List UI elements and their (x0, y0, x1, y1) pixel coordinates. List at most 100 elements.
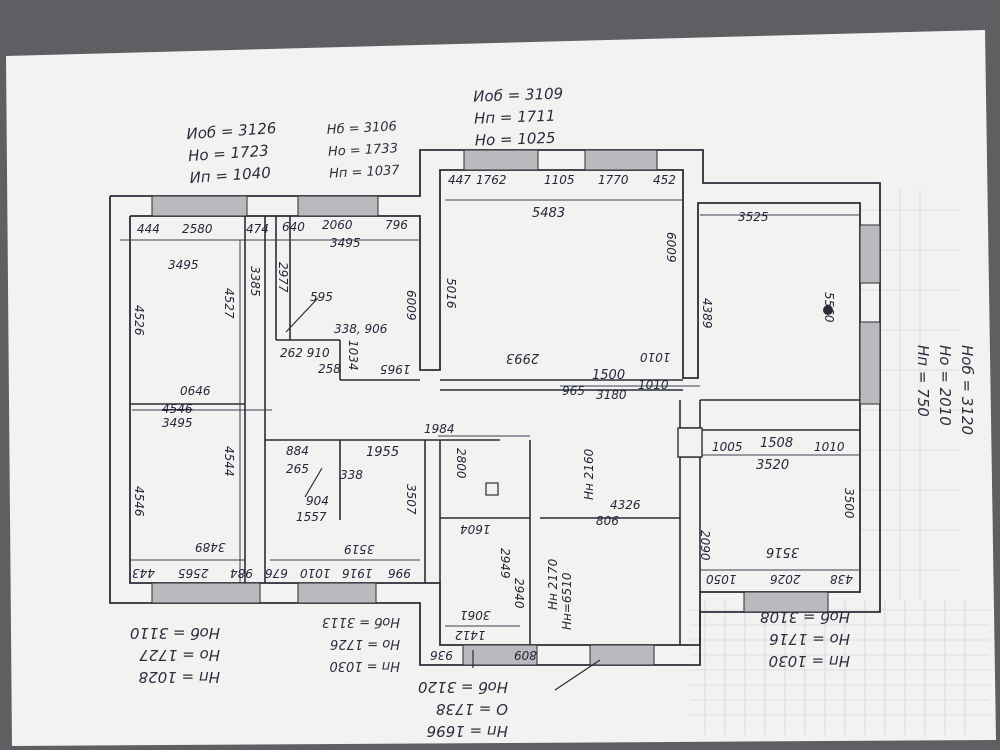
dim-label: 444 (137, 222, 160, 236)
dim-label: 1508 (760, 436, 794, 451)
dim-label: Нн 2160 (582, 448, 596, 500)
dim-label: 1762 (476, 173, 507, 187)
dim-label: 4546 (132, 486, 146, 517)
dim-label: 3519 (344, 542, 375, 556)
dim-label: 338, 906 (334, 322, 388, 336)
dim-label: 1955 (366, 445, 400, 460)
dim-label: 4526 (132, 305, 146, 336)
dim-label: 443 (132, 566, 155, 580)
dim-label: 965 (562, 384, 585, 398)
dim-label: 676 (265, 566, 288, 580)
dim-label: 1770 (598, 173, 629, 187)
dim-label: 904 (306, 494, 329, 508)
dim-label: 4326 (610, 498, 641, 512)
dim-label: 4389 (700, 298, 714, 329)
dim-label: 5483 (532, 206, 566, 221)
paper-sheet (6, 30, 996, 746)
dim-label: 996 (388, 566, 411, 580)
dim-label: Нн 2170 (546, 558, 560, 610)
dim-label: 5560 (822, 292, 836, 323)
dim-label: 806 (596, 514, 619, 528)
dim-label: 1500 (592, 368, 626, 383)
dim-label: 884 (286, 444, 309, 458)
point-mark (823, 305, 833, 315)
dim-label: 1984 (424, 422, 455, 436)
dim-label: 3525 (738, 210, 769, 224)
dim-label: 474 (246, 222, 269, 236)
dim-label: 3500 (842, 488, 856, 519)
dim-label: Нн=6510 (560, 572, 574, 630)
dim-label: 2940 (512, 578, 526, 609)
dim-label: 6009 (404, 290, 418, 321)
dim-label: 2565 (178, 566, 209, 580)
dim-label: 3385 (248, 266, 262, 297)
dim-label: 1965 (380, 362, 411, 376)
dim-label: 1010 (640, 350, 671, 364)
dim-label: 1916 (342, 566, 373, 580)
graph-grid (690, 190, 990, 735)
dim-label: 3489 (195, 540, 226, 554)
dim-label: 3520 (756, 458, 790, 473)
dim-label: 3516 (766, 544, 800, 559)
dim-label: 6009 (664, 232, 678, 263)
dim-label: 1005 (712, 440, 743, 454)
dim-label: 1010 (638, 378, 669, 392)
dim-label: 640 (282, 220, 305, 234)
dim-label: 2800 (454, 448, 468, 479)
dim-label: 1050 (706, 572, 737, 586)
socket-mark (485, 482, 499, 496)
dim-label: 5016 (444, 278, 458, 309)
windows (151, 149, 881, 666)
dim-label: 2949 (498, 548, 512, 579)
dim-label: 1034 (346, 340, 360, 371)
dim-label: 4544 (222, 446, 236, 477)
dim-label: 3061 (460, 608, 491, 622)
dim-label: 936 (430, 648, 453, 662)
dimension-lines (120, 199, 860, 627)
dim-label: 452 (653, 173, 676, 187)
dim-label: 3495 (330, 236, 361, 250)
dim-label: 2060 (322, 218, 353, 232)
dim-label: 796 (385, 218, 408, 232)
dim-label: 3495 (168, 258, 199, 272)
dim-label: 1105 (544, 173, 575, 187)
dim-label: 2026 (770, 572, 801, 586)
dim-label: 2580 (182, 222, 213, 236)
outer-walls (109, 149, 881, 666)
dim-label: 1010 (814, 440, 845, 454)
dim-label: 2993 (506, 350, 540, 365)
dim-label: 265 (286, 462, 309, 476)
dim-label: 3507 (404, 484, 418, 515)
dim-label: 3495 (162, 416, 193, 430)
dim-label: 1604 (460, 522, 491, 536)
dim-label: 1010 (300, 566, 331, 580)
dim-label: 4527 (222, 288, 236, 319)
dim-label: 809 (514, 648, 537, 662)
dim-label: 258 (318, 362, 341, 376)
dim-label: 984 (230, 566, 253, 580)
dim-label: 1412 (455, 628, 486, 642)
dim-label: 3180 (596, 388, 627, 402)
dim-label: 262 910 (280, 346, 330, 360)
dim-label: 0646 (180, 384, 211, 398)
dim-label: 338 (340, 468, 363, 482)
arrows (285, 297, 601, 691)
column-block (677, 427, 703, 458)
dim-label: 595 (310, 290, 333, 304)
dim-label: 438 (830, 572, 853, 586)
dim-label: 4546 (162, 402, 193, 416)
dim-label: 1557 (296, 510, 327, 524)
dim-label: 2090 (698, 530, 712, 561)
dim-label: 447 (448, 173, 471, 187)
dim-label: 2977 (276, 262, 290, 293)
